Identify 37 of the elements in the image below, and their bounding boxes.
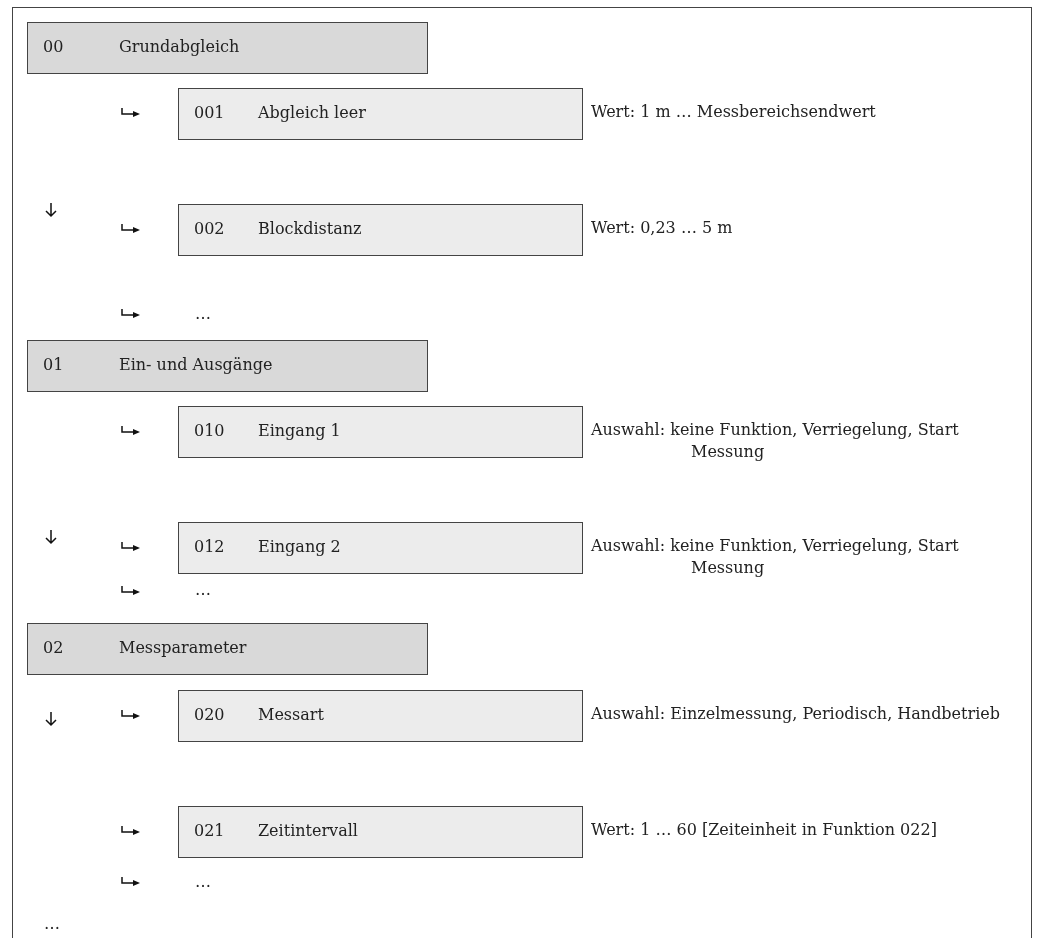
ellipsis-text: … — [195, 580, 211, 600]
function-name: Eingang 1 — [258, 420, 341, 442]
function-code: 02 — [43, 637, 64, 659]
function-code: 012 — [194, 536, 225, 558]
function-code: 01 — [43, 354, 64, 376]
function-name: Grundabgleich — [119, 36, 240, 58]
function-name: Abgleich leer — [258, 102, 366, 124]
function-code: 021 — [194, 820, 225, 842]
ellipsis-text: … — [195, 872, 211, 892]
group-box — [27, 623, 428, 675]
value-range-text: Auswahl: keine Funktion, Verriegelung, Start Messung — [591, 419, 960, 463]
group-box — [27, 22, 428, 74]
value-range-text: Auswahl: Einzelmessung, Periodisch, Handbetrieb — [591, 703, 1001, 725]
function-box — [178, 88, 583, 140]
value-range-text: Wert: 1 m … Messbereichsendwert — [591, 101, 877, 123]
ellipsis-text: … — [195, 304, 211, 324]
function-name: Ein- und Ausgänge — [119, 354, 273, 376]
function-name: Blockdistanz — [258, 218, 362, 240]
function-box — [178, 806, 583, 858]
function-name: Zeitintervall — [258, 820, 358, 842]
function-name: Eingang 2 — [258, 536, 341, 558]
function-code: 002 — [194, 218, 225, 240]
function-code: 020 — [194, 704, 225, 726]
function-name: Messart — [258, 704, 324, 726]
value-range-text: Wert: 0,23 … 5 m — [591, 217, 734, 239]
function-name: Messparameter — [119, 637, 247, 659]
group-box — [27, 340, 428, 392]
function-code: 010 — [194, 420, 225, 442]
function-code: 001 — [194, 102, 225, 124]
function-box — [178, 690, 583, 742]
function-box — [178, 406, 583, 458]
value-range-text: Wert: 1 … 60 [Zeiteinheit in Funktion 022] — [591, 819, 938, 841]
function-code: 00 — [43, 36, 64, 58]
ellipsis-text: … — [44, 914, 60, 934]
function-box — [178, 204, 583, 256]
function-box — [178, 522, 583, 574]
value-range-text: Auswahl: keine Funktion, Verriegelung, Start Messung — [591, 535, 960, 579]
